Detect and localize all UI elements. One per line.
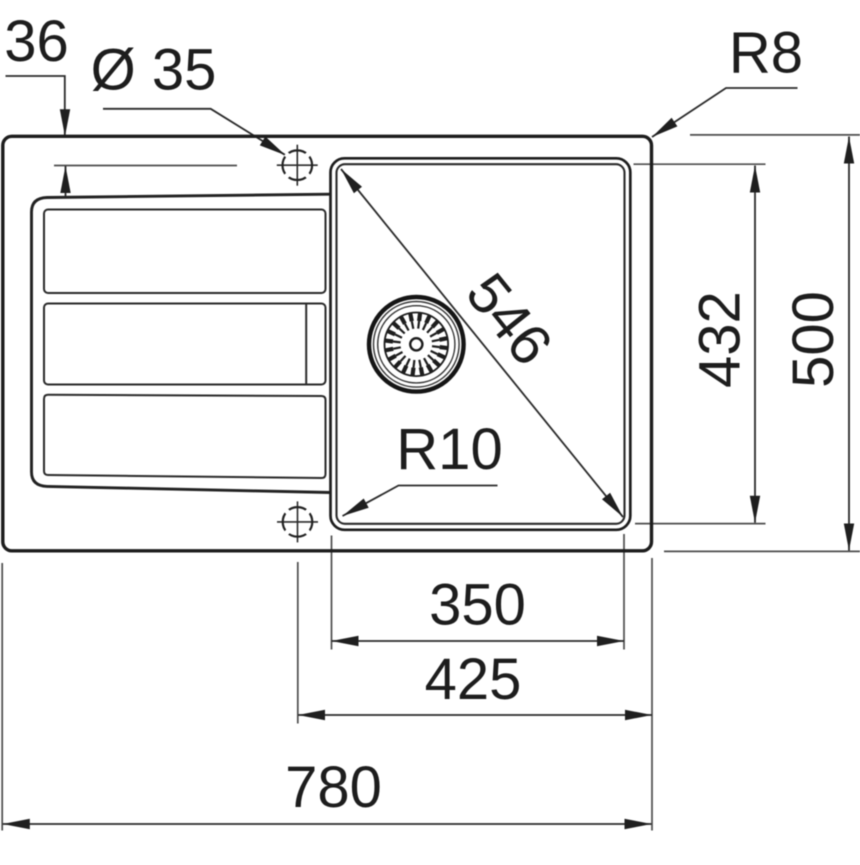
svg-text:Ø 35: Ø 35 (91, 38, 217, 103)
svg-text:500: 500 (781, 291, 846, 388)
svg-text:R10: R10 (396, 417, 502, 482)
svg-text:425: 425 (425, 647, 522, 712)
svg-text:36: 36 (4, 9, 69, 74)
svg-text:R8: R8 (729, 21, 803, 86)
svg-text:350: 350 (429, 573, 526, 638)
svg-text:432: 432 (688, 291, 753, 388)
svg-text:780: 780 (285, 755, 382, 820)
